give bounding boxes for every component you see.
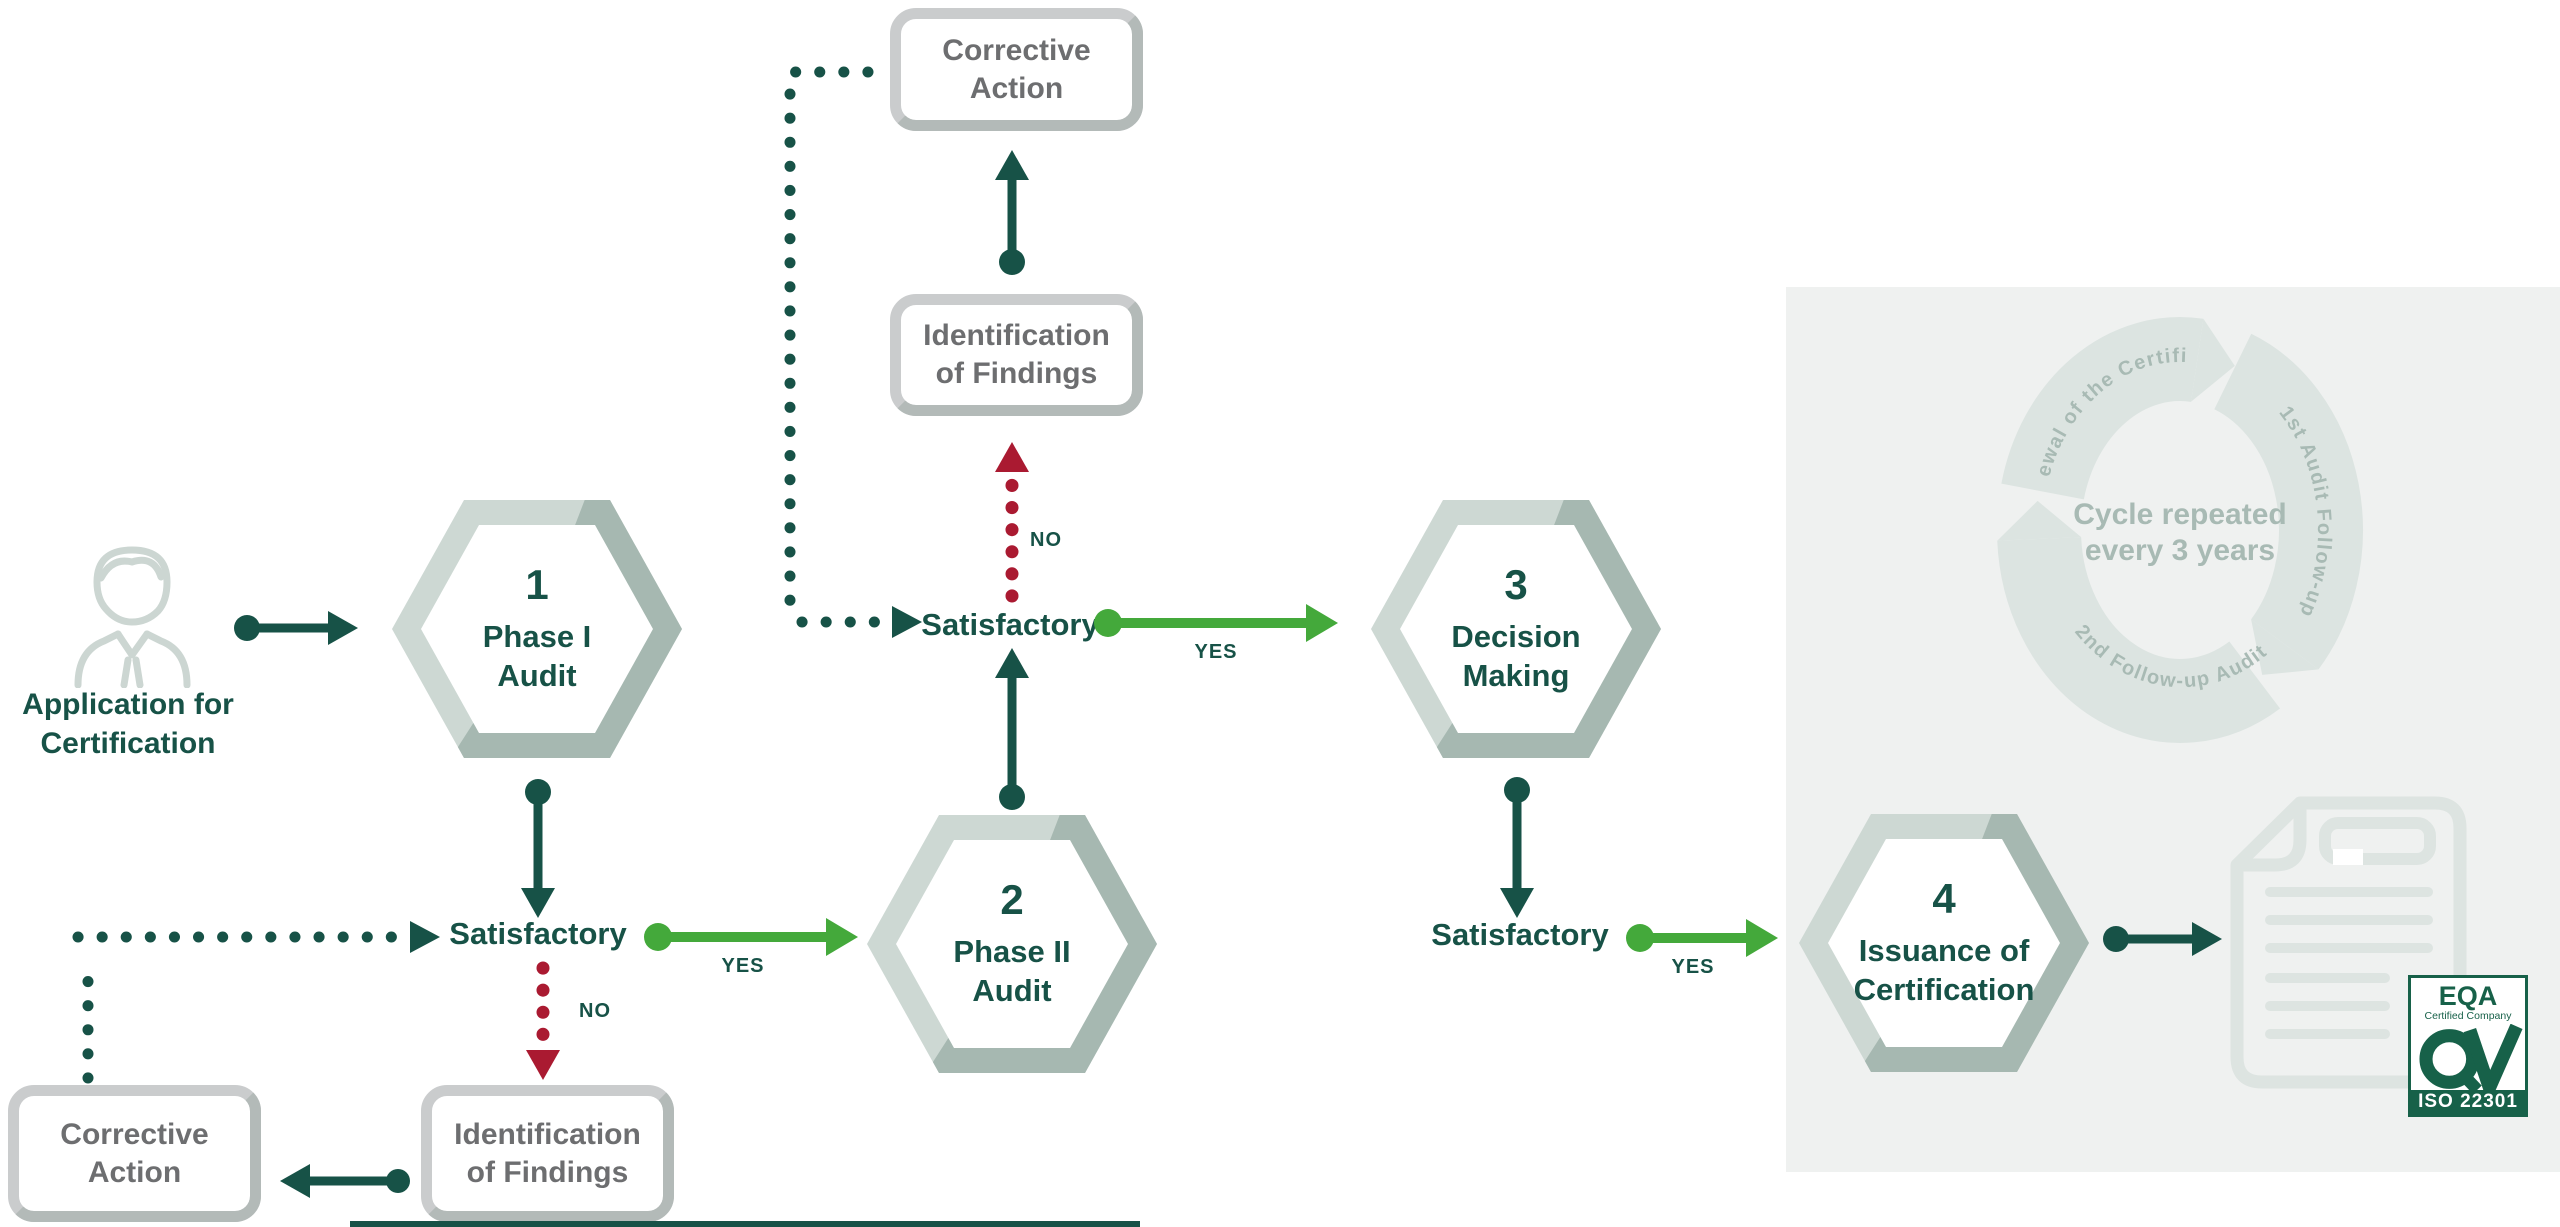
step-number: 3 [1504,561,1528,608]
cycle-center-line2: every 3 years [2085,534,2275,567]
box-identification-of-findings-top: Identification of Findings [890,294,1143,416]
step-label-line2: Certification [1853,972,2035,1007]
green-yes-arrow-satisfactory2-to-step3 [1094,604,1338,642]
step-number: 2 [1000,876,1024,923]
hexagon-step-3-decision-making: 3 Decision Making [1366,494,1666,764]
step-number: 4 [1932,875,1956,922]
yes-label-1: YES [721,955,765,977]
qv-logo-icon [2419,1024,2523,1094]
dotted-loop-corrective-bottom-to-satisfactory1 [72,921,440,1084]
yes-label-3: YES [1671,956,1715,978]
step-label-line1: Phase I [482,619,592,654]
step-label-line1: Issuance of [1858,933,2030,968]
certification-cycle-graphic: Renewal of the Certificate 1st Audit Fol… [1975,298,2363,743]
arrow-step2-to-satisfactory2 [995,648,1029,810]
dotted-no-arrow-satisfactory2-to-findings-top [995,442,1029,603]
no-label-1: NO [579,1000,611,1022]
step-label-line2: Audit [972,973,1052,1008]
step-number: 1 [525,561,549,608]
arrow-step3-to-satisfactory3 [1500,777,1534,918]
green-yes-arrow-satisfactory3-to-step4 [1626,919,1778,957]
step-label-line2: Making [1462,658,1570,693]
applicant-person-icon [74,546,191,688]
hexagon-step-4-issuance-of-certification: 4 Issuance of Certification [1794,808,2094,1078]
box-corrective-action-bottom: Corrective Action [8,1085,261,1222]
satisfactory-decision-2: Satisfactory [921,607,1099,642]
badge-iso-standard-text: ISO 22301 [2411,1090,2525,1114]
satisfactory-decision-3: Satisfactory [1431,917,1609,952]
arrow-findings-bottom-to-corrective-bottom [280,1164,410,1198]
box-corrective-action-top: Corrective Action [890,8,1143,131]
hexagon-step-1-phase-1-audit: 1 Phase I Audit [387,494,687,764]
arrow-step1-to-satisfactory1 [521,779,555,918]
dotted-no-arrow-satisfactory1-to-findings-bottom [526,961,560,1080]
arrow-findings-top-to-corrective-top [995,150,1029,275]
cycle-center-line1: Cycle repeated [2073,498,2286,531]
box-identification-of-findings-bottom: Identification of Findings [421,1085,674,1222]
step-label-line1: Decision [1451,619,1581,654]
arrow-application-to-step1 [234,611,358,645]
no-label-2: NO [1030,529,1062,551]
badge-subtitle-text: Certified Company [2424,1010,2512,1022]
bottom-edge-strip [350,1221,1140,1227]
application-for-certification-label: Application for Certification [22,688,234,760]
green-yes-arrow-satisfactory1-to-step2 [644,918,858,956]
yes-label-2: YES [1194,641,1238,663]
hexagon-step-2-phase-2-audit: 2 Phase II Audit [862,809,1162,1079]
badge-brand-text: EQA [2438,981,2498,1011]
step-label-line1: Phase II [953,934,1071,969]
step-label-line2: Audit [497,658,577,693]
satisfactory-decision-1: Satisfactory [449,916,627,951]
eqa-certification-badge: EQA Certified Company ISO 22301 [2408,975,2528,1117]
